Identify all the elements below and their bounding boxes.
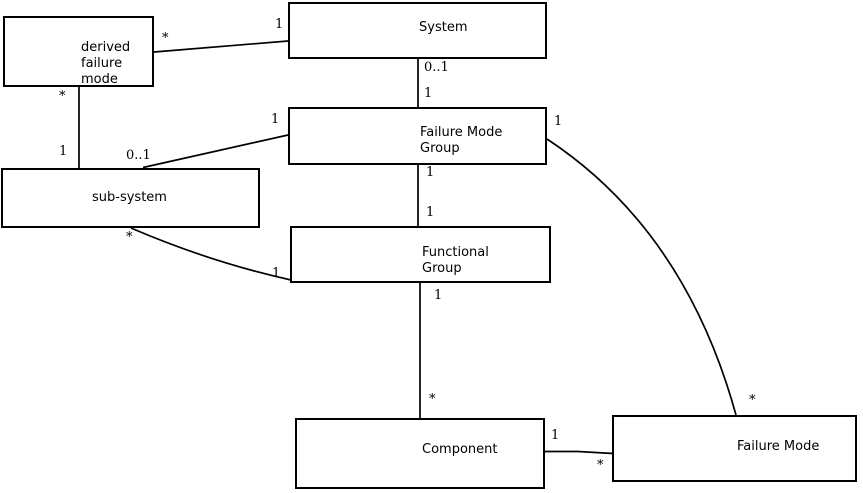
class-box-label: Failure Mode: [737, 439, 820, 454]
multiplicity-label: 0..1: [424, 60, 449, 75]
class-box-label: Component: [422, 442, 498, 457]
multiplicity-label: 0..1: [126, 148, 151, 163]
multiplicity-label: 1: [272, 266, 281, 281]
multiplicity-label: *: [429, 392, 436, 407]
multiplicity-label: *: [59, 89, 66, 104]
class-box-label: System: [419, 20, 468, 35]
multiplicity-label: 1: [59, 144, 68, 159]
connector-sub-system-failure-mode-group: [142, 134, 289, 169]
class-box-sub-system: sub-system: [1, 168, 260, 228]
multiplicity-label: *: [597, 458, 604, 473]
class-box-label: sub-system: [92, 190, 167, 205]
connector-derived-failure-mode-system: [153, 40, 289, 53]
class-box-system: System: [288, 2, 547, 59]
class-box-functional-group: Functional Group: [290, 226, 551, 283]
class-box-derived-failure-mode: derived failure mode: [3, 16, 154, 87]
multiplicity-label: *: [749, 393, 756, 408]
class-box-component: Component: [295, 418, 545, 489]
class-box-failure-mode-group: Failure Mode Group: [288, 107, 547, 165]
class-box-label: Failure Mode Group: [420, 125, 503, 156]
connector-sub-system-functional-group: [130, 227, 292, 281]
multiplicity-label: 1: [426, 205, 435, 220]
class-box-failure-mode: Failure Mode: [612, 415, 857, 482]
multiplicity-label: 1: [271, 112, 280, 127]
multiplicity-label: 1: [434, 288, 443, 303]
connector-failure-mode-group-failure-mode: [546, 138, 737, 416]
class-box-label: Functional Group: [422, 245, 489, 276]
multiplicity-label: 1: [275, 17, 284, 32]
class-box-label: derived failure mode: [81, 40, 131, 87]
multiplicity-label: 1: [424, 86, 433, 101]
multiplicity-label: 1: [551, 428, 560, 443]
multiplicity-label: *: [162, 31, 169, 46]
multiplicity-label: 1: [554, 114, 563, 129]
multiplicity-label: 1: [426, 165, 435, 180]
connector-component-failure-mode: [545, 450, 614, 455]
multiplicity-label: *: [126, 230, 133, 245]
